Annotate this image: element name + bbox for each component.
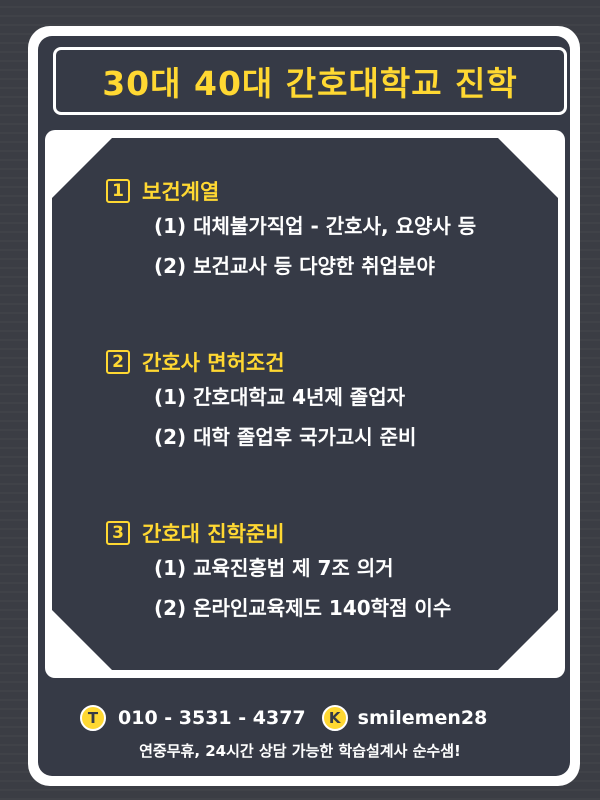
section-1: 1 보건계열 (1) 대체불가직업 - 간호사, 요양사 등 (2) 보건교사 … <box>106 176 476 286</box>
section-number-badge: 1 <box>106 179 130 203</box>
section-title: 간호사 면허조건 <box>142 351 285 375</box>
contact-row: T 010 - 3531 - 4377 K smilemen28 <box>80 702 487 734</box>
kakao-icon: K <box>321 705 348 731</box>
title-box: 30대 40대 간호대학교 진학 <box>53 47 567 115</box>
phone-number[interactable]: 010 - 3531 - 4377 <box>118 707 306 729</box>
section-number-badge: 2 <box>106 350 130 374</box>
list-item: (1) 교육진흥법 제 7조 의거 <box>154 556 394 580</box>
section-2: 2 간호사 면허조건 (1) 간호대학교 4년제 졸업자 (2) 대학 졸업후 … <box>106 347 416 457</box>
kakao-id[interactable]: smilemen28 <box>357 707 488 729</box>
section-number-badge: 3 <box>106 521 130 545</box>
section-3: 3 간호대 진학준비 (1) 교육진흥법 제 7조 의거 (2) 온라인교육제도… <box>106 518 451 628</box>
section-title: 간호대 진학준비 <box>142 522 285 546</box>
list-item: (1) 대체불가직업 - 간호사, 요양사 등 <box>154 214 477 238</box>
page-title: 30대 40대 간호대학교 진학 <box>102 64 518 103</box>
list-item: (1) 간호대학교 4년제 졸업자 <box>154 385 406 409</box>
section-title: 보건계열 <box>142 180 220 204</box>
content-panel <box>52 138 558 670</box>
phone-icon: T <box>80 705 106 731</box>
list-item: (2) 대학 졸업후 국가고시 준비 <box>154 425 417 449</box>
footer-note: 연중무휴, 24시간 상담 가능한 학습설계사 순수샘! <box>139 742 461 760</box>
list-item: (2) 보건교사 등 다양한 취업분야 <box>154 254 435 278</box>
list-item: (2) 온라인교육제도 140학점 이수 <box>154 596 452 620</box>
